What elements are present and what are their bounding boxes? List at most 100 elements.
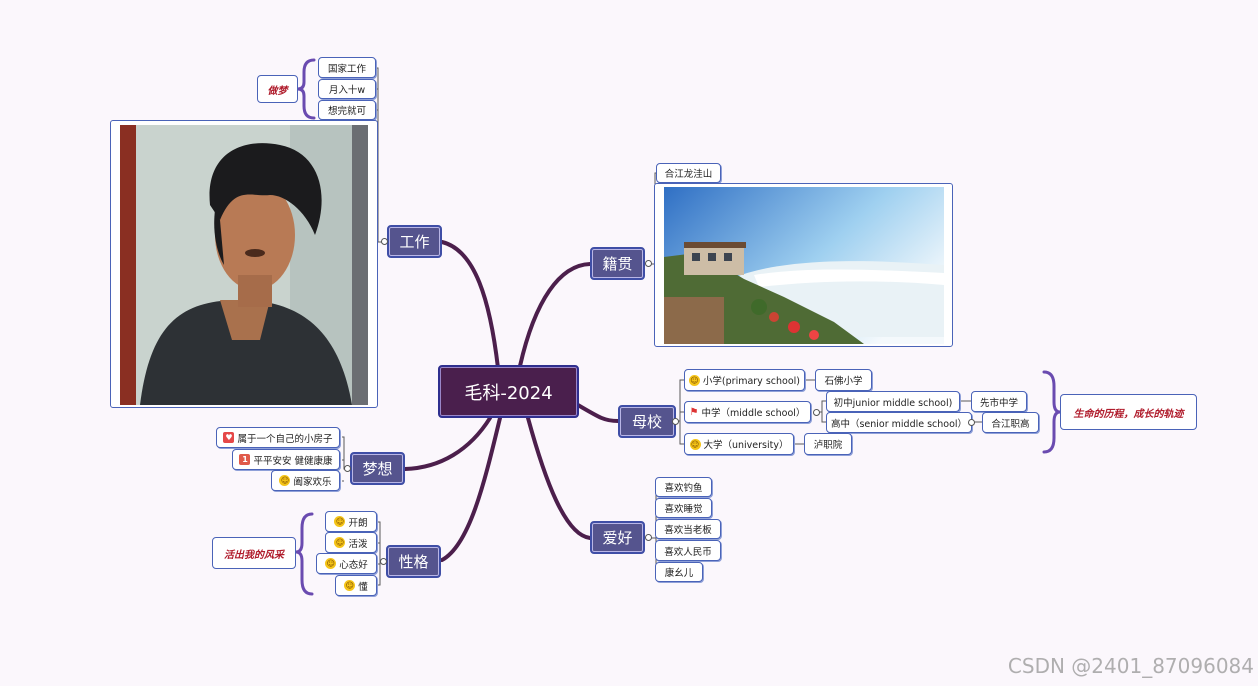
line-hometown — [520, 264, 590, 366]
dream-item-3[interactable]: ☺ 阖家欢乐 — [271, 470, 340, 491]
topic-dreams-label: 梦想 — [362, 458, 392, 479]
line-schools — [578, 405, 618, 421]
work-item-1[interactable]: 国家工作 — [318, 57, 376, 78]
work-callout[interactable]: 做梦 — [257, 75, 298, 103]
topic-personality[interactable]: 性格 — [386, 545, 441, 578]
topic-personality-label: 性格 — [398, 551, 428, 572]
personality-callout-label: 活出我的风采 — [224, 546, 284, 561]
topic-dreams[interactable]: 梦想 — [350, 452, 405, 485]
hobby-item-3-label: 喜欢当老板 — [664, 522, 712, 536]
dream-item-2[interactable]: 1 平平安安 健健康康 — [232, 449, 340, 470]
grin-icon: ☺ — [279, 475, 290, 486]
line-dreams — [405, 418, 490, 469]
school-senior-name-label: 合江职高 — [991, 416, 1029, 430]
thinking-icon: ☺ — [344, 580, 355, 591]
portrait-image — [120, 125, 368, 405]
work-item-3[interactable]: 想完就可 — [318, 100, 376, 120]
line-hobbies — [528, 418, 590, 538]
collapse-knob-senior[interactable] — [968, 419, 975, 426]
central-topic[interactable]: 毛科-2024 — [438, 365, 579, 418]
school-senior-name[interactable]: 合江职高 — [982, 412, 1039, 433]
school-junior-name[interactable]: 先市中学 — [971, 391, 1027, 412]
portrait-image-frame[interactable] — [110, 120, 378, 408]
dream-item-3-label: 阖家欢乐 — [293, 474, 331, 488]
personality-item-4[interactable]: ☺ 懂 — [335, 575, 377, 596]
work-item-2[interactable]: 月入十w — [318, 79, 376, 99]
personality-item-3[interactable]: ☺ 心态好 — [316, 553, 377, 574]
number-one-icon: 1 — [239, 454, 250, 465]
school-primary[interactable]: ☺ 小学(primary school) — [684, 369, 805, 391]
brace-personality — [296, 514, 312, 594]
topic-schools[interactable]: 母校 — [618, 405, 676, 438]
school-university[interactable]: ☺ 大学（university） — [684, 433, 794, 455]
line-work — [442, 242, 498, 368]
smile-icon: ☺ — [689, 375, 700, 386]
collapse-knob-hobbies[interactable] — [645, 534, 652, 541]
personality-item-2-label: 活泼 — [348, 536, 367, 550]
dream-item-1[interactable]: ♥ 属于一个自己的小房子 — [216, 427, 340, 448]
school-primary-label: 小学(primary school) — [703, 373, 800, 387]
school-university-label: 大学（university） — [704, 437, 789, 451]
collapse-knob-work[interactable] — [381, 238, 388, 245]
personality-item-1[interactable]: ☺ 开朗 — [325, 511, 377, 532]
school-senior-label: 高中（senior middle school） — [831, 416, 967, 430]
topic-hobbies[interactable]: 爱好 — [590, 521, 645, 554]
schools-callout[interactable]: 生命的历程，成长的轨迹 — [1060, 394, 1197, 430]
landscape-image-frame[interactable] — [654, 183, 953, 347]
school-university-name-label: 泸职院 — [814, 437, 843, 451]
topic-hometown-label: 籍贯 — [602, 253, 632, 274]
heart-icon: ♥ — [223, 432, 234, 443]
collapse-knob-dreams[interactable] — [344, 465, 351, 472]
school-primary-name[interactable]: 石佛小学 — [815, 369, 872, 391]
collapse-knob-schools[interactable] — [672, 418, 679, 425]
work-item-1-label: 国家工作 — [328, 61, 366, 75]
hobby-item-4-label: 喜欢人民币 — [664, 544, 712, 558]
school-primary-name-label: 石佛小学 — [824, 373, 862, 387]
hometown-place[interactable]: 合江龙洼山 — [656, 163, 721, 183]
topic-work-label: 工作 — [399, 231, 429, 252]
wink-icon: ☺ — [334, 537, 345, 548]
hobby-item-3[interactable]: 喜欢当老板 — [655, 519, 721, 539]
hobby-item-1[interactable]: 喜欢钓鱼 — [655, 477, 712, 497]
personality-item-2[interactable]: ☺ 活泼 — [325, 532, 377, 553]
work-item-3-label: 想完就可 — [328, 103, 366, 117]
landscape-image — [664, 187, 944, 344]
laugh-icon: ☺ — [690, 439, 701, 450]
smile-icon: ☺ — [334, 516, 345, 527]
school-junior-name-label: 先市中学 — [980, 395, 1018, 409]
hobby-item-1-label: 喜欢钓鱼 — [664, 480, 702, 494]
brace-schools — [1044, 372, 1060, 452]
central-topic-label: 毛科-2024 — [464, 379, 552, 405]
school-middle-label: 中学（middle school） — [702, 405, 806, 419]
school-senior[interactable]: 高中（senior middle school） — [826, 412, 972, 433]
work-item-2-label: 月入十w — [329, 82, 365, 96]
hometown-place-label: 合江龙洼山 — [665, 166, 713, 180]
schools-callout-label: 生命的历程，成长的轨迹 — [1074, 405, 1184, 420]
hobby-item-5[interactable]: 康幺儿 — [655, 562, 703, 582]
topic-schools-label: 母校 — [632, 411, 662, 432]
hobby-item-2[interactable]: 喜欢睡觉 — [655, 498, 712, 518]
personality-item-3-label: 心态好 — [339, 557, 368, 571]
flag-icon: ⚑ — [690, 407, 699, 418]
dream-item-2-label: 平平安安 健健康康 — [253, 453, 332, 467]
personality-callout[interactable]: 活出我的风采 — [212, 537, 296, 569]
smile-icon: ☺ — [325, 558, 336, 569]
dream-item-1-label: 属于一个自己的小房子 — [237, 431, 332, 445]
hobby-item-5-label: 康幺儿 — [665, 565, 694, 579]
collapse-knob-middle[interactable] — [813, 409, 820, 416]
work-callout-label: 做梦 — [268, 82, 288, 97]
watermark: CSDN @2401_87096084 — [1008, 654, 1254, 678]
topic-hobbies-label: 爱好 — [602, 527, 632, 548]
topic-work[interactable]: 工作 — [387, 225, 442, 258]
line-personality — [442, 418, 500, 560]
school-middle[interactable]: ⚑ 中学（middle school） — [684, 401, 811, 423]
school-university-name[interactable]: 泸职院 — [804, 433, 852, 455]
topic-hometown[interactable]: 籍贯 — [590, 247, 645, 280]
hobby-item-2-label: 喜欢睡觉 — [664, 501, 702, 515]
hobby-item-4[interactable]: 喜欢人民币 — [655, 540, 721, 561]
collapse-knob-personality[interactable] — [380, 558, 387, 565]
school-junior[interactable]: 初中junior middle school) — [826, 391, 960, 412]
personality-item-4-label: 懂 — [358, 579, 368, 593]
collapse-knob-hometown[interactable] — [645, 260, 652, 267]
